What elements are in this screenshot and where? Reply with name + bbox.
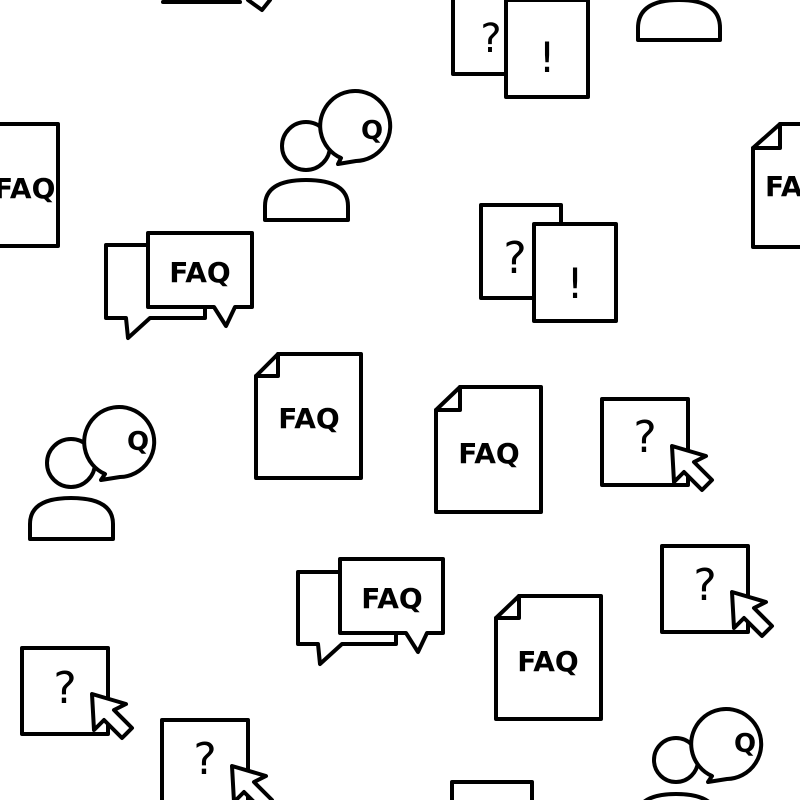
q-label: Q: [734, 729, 756, 759]
q-label: Q: [127, 427, 149, 457]
q-label: Q: [361, 116, 383, 146]
question-click-icon: ?: [160, 718, 274, 800]
faq-label: FAQ: [517, 645, 578, 678]
question-click-icon: [161, 0, 272, 12]
question-click-icon: ?: [600, 397, 714, 492]
user-question-icon: Q: [28, 405, 157, 541]
question-mark: ?: [480, 16, 501, 62]
faq-label: FAQ: [278, 402, 339, 435]
faq-document-icon: FAQ: [434, 385, 543, 514]
user-question-icon: Q: [643, 707, 764, 800]
faq-label: FAQ: [361, 582, 422, 615]
question-mark: ?: [503, 233, 526, 284]
faq-label: FAQ: [169, 256, 230, 289]
question-mark: ?: [633, 412, 656, 463]
faq-document-icon: FAQ: [0, 122, 60, 248]
faq-document-icon: [450, 780, 534, 800]
faq-document-icon: FAQ: [494, 594, 603, 721]
faq-document-icon: FAQ: [254, 352, 363, 480]
faq-chat-bubbles-icon: FAQ: [104, 231, 254, 340]
question-click-icon: ?: [660, 544, 774, 638]
user-question-icon: Q: [263, 89, 393, 222]
question-mark: ?: [53, 663, 76, 714]
faq-label: FAQ: [458, 437, 519, 470]
question-answer-cards-icon: ? !: [479, 203, 618, 323]
question-answer-cards-icon: ? !: [451, 0, 590, 99]
faq-label: FAQ: [0, 172, 55, 205]
question-click-icon: ?: [20, 646, 134, 740]
faq-document-icon: FAQ: [751, 122, 800, 249]
faq-chat-bubbles-icon: FAQ: [296, 557, 445, 666]
question-mark: ?: [193, 734, 216, 785]
question-mark: ?: [693, 560, 716, 611]
exclamation-mark: !: [567, 259, 584, 308]
faq-label: FAQ: [765, 170, 800, 203]
user-icon: [636, 0, 722, 42]
exclamation-mark: !: [539, 33, 556, 82]
